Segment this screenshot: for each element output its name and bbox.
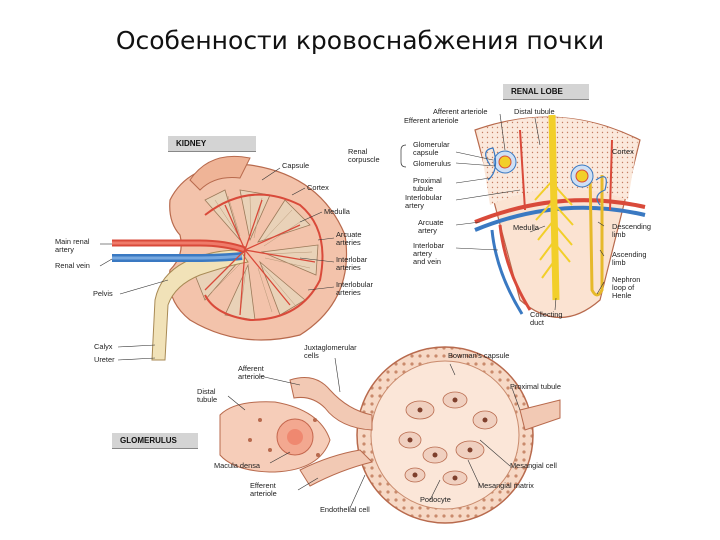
interlobar-arteries — [204, 199, 316, 316]
kidney-leader-lines — [99, 167, 335, 361]
distal-tubule — [219, 401, 331, 473]
label-capsule: Capsule — [282, 161, 310, 170]
afferent-arteriole — [289, 377, 373, 431]
kidney-drawing — [112, 155, 348, 361]
label-lobe-distal-tubule: Distal tubule — [514, 107, 555, 116]
label-glomerular-capsule: Glomerular capsule — [413, 140, 450, 157]
interlobar-artery — [498, 224, 532, 311]
label-main-renal-artery: Main renal artery — [55, 237, 90, 254]
lobe-cortex — [478, 117, 638, 205]
interlobular-arteries — [519, 129, 613, 211]
label-podocyte: Podocyte — [420, 495, 451, 504]
renal-lobe-panel-tag: RENAL LOBE — [503, 84, 589, 100]
lobe-leader-lines — [400, 113, 605, 311]
arcuate-artery — [474, 198, 646, 224]
label-lobe-medulla: Medulla — [513, 223, 539, 232]
label-glom-proximal-tubule: Proximal tubule — [510, 382, 561, 391]
arcuate-vein — [474, 205, 646, 232]
label-ascending-limb: Ascending limb — [612, 250, 647, 267]
nephron-loop — [588, 169, 604, 297]
label-lobe-cortex: Cortex — [612, 147, 634, 156]
capillary-nuclei — [407, 397, 488, 481]
label-lobe-proximal-tubule: Proximal tubule — [413, 176, 442, 193]
glomerulus-drawing — [219, 346, 561, 524]
label-glom-distal-tubule: Distal tubule — [197, 387, 218, 404]
label-interlobular-artery: Interlobular artery — [405, 193, 442, 210]
kidney-panel-tag: KIDNEY — [168, 136, 256, 152]
label-collecting-duct: Collecting duct — [530, 310, 563, 327]
label-lobe-afferent-arteriole: Afferent arteriole — [433, 107, 488, 116]
label-bowmans-capsule: Bowman's capsule — [448, 351, 510, 360]
label-arcuate-arteries: Arcuate arteries — [336, 230, 362, 247]
label-calyx: Calyx — [94, 342, 113, 351]
collecting-duct — [548, 114, 560, 301]
label-juxtaglomerular-cells: Juxtaglomerular cells — [304, 343, 357, 360]
pyramid-striations — [211, 195, 313, 316]
label-cortex: Cortex — [307, 183, 329, 192]
label-renal-vein: Renal vein — [55, 261, 90, 270]
interlobar-vein — [490, 229, 524, 315]
label-arcuate-artery: Arcuate artery — [418, 218, 444, 235]
label-glom-efferent-arteriole: Efferent arteriole — [250, 481, 277, 498]
label-descending-limb: Descending limb — [612, 222, 652, 239]
label-renal-corpuscle: Renal corpuscle — [348, 147, 380, 164]
proximal-tubule-exit — [519, 399, 561, 431]
label-nephron-loop: Nephron loop of Henle — [612, 275, 641, 300]
lobe-glomeruli — [485, 147, 607, 206]
label-interlobar-arteries: Interlobar arteries — [336, 255, 368, 272]
slide-title: Особенности кровоснабжения почки — [115, 26, 605, 55]
kidney-capsule — [189, 155, 251, 191]
renal-lobe-drawing — [474, 114, 646, 319]
label-endothelial-cell: Endothelial cell — [320, 505, 370, 514]
label-macula-densa: Macula densa — [214, 461, 261, 470]
label-ureter: Ureter — [94, 355, 115, 364]
label-lobe-glomerulus: Glomerulus — [413, 159, 451, 168]
glomerulus-panel-tag: GLOMERULUS — [112, 433, 198, 449]
efferent-arteriole — [299, 449, 373, 487]
label-mesangial-matrix: Mesangial matrix — [478, 481, 534, 490]
label-glom-afferent-arteriole: Afferent arteriole — [238, 364, 265, 381]
label-pelvis: Pelvis — [93, 289, 113, 298]
glom-leader-lines — [227, 357, 521, 509]
label-interlobular-arteries: Interlobular arteries — [336, 280, 373, 297]
label-medulla: Medulla — [324, 207, 350, 216]
arcuate-arteries — [204, 193, 324, 322]
label-interlobar-artery-vein: Interlobar artery and vein — [413, 241, 445, 266]
label-lobe-efferent-arteriole: Efferent arteriole — [404, 116, 459, 125]
label-mesangial-cell: Mesangial cell — [510, 461, 557, 470]
